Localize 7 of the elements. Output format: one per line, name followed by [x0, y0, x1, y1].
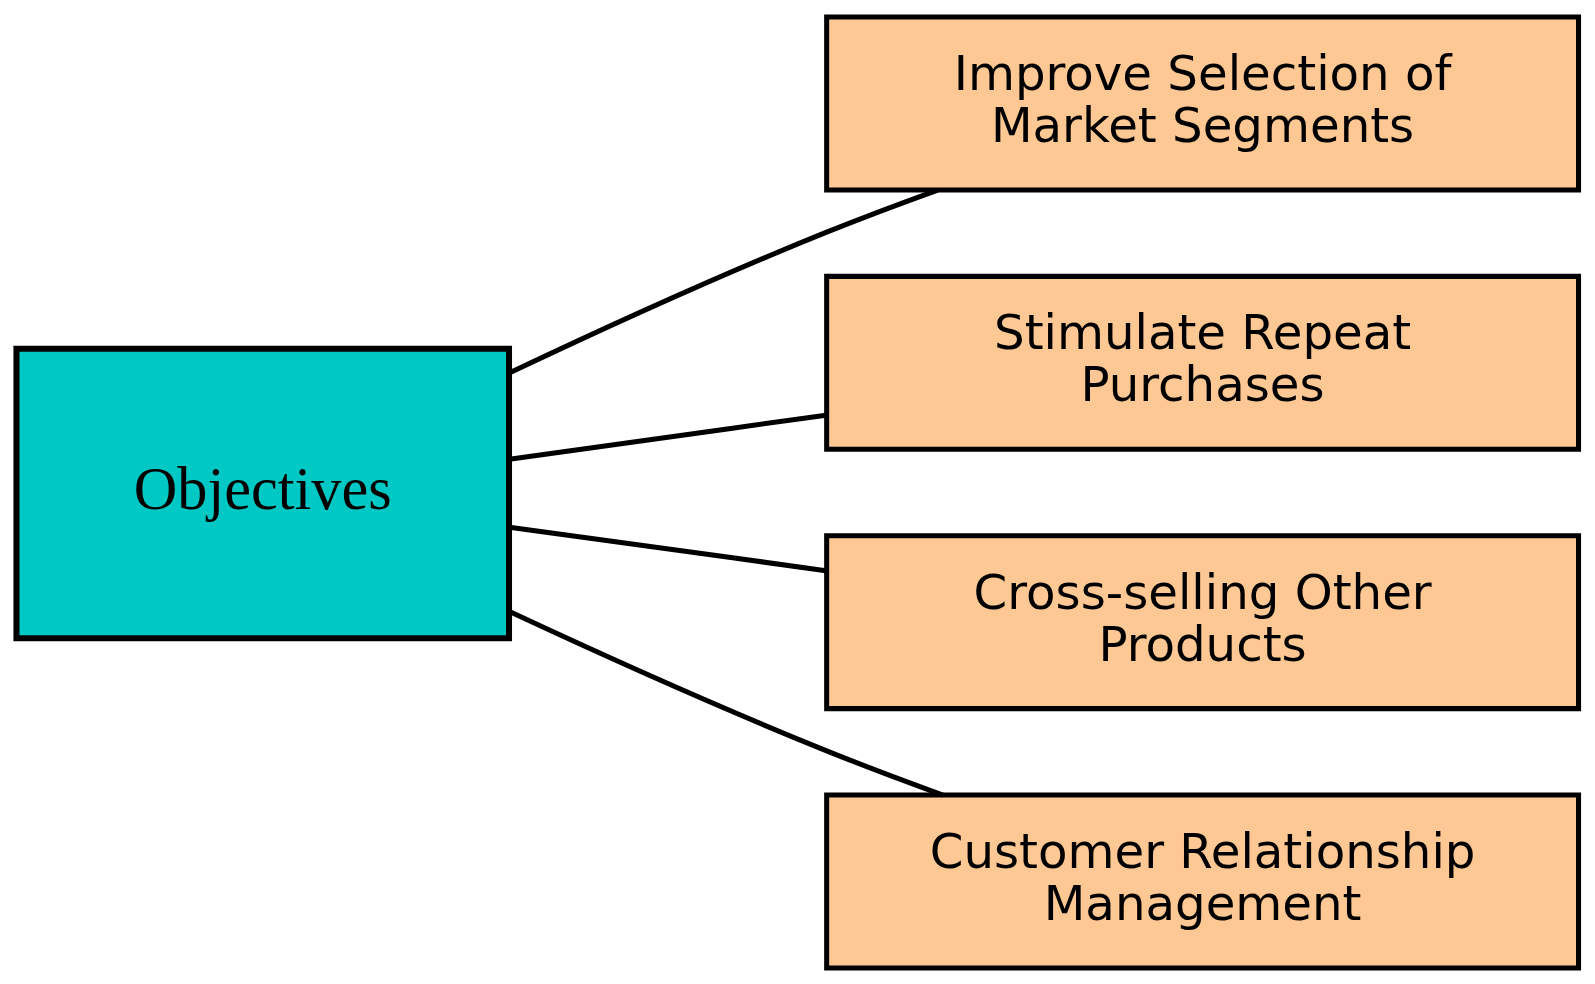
connector [509, 524, 827, 573]
node-box: Customer Relationship Management [824, 792, 1582, 970]
connector [509, 412, 827, 462]
node-box: Cross-selling Other Products [824, 532, 1582, 711]
node-box: Stimulate Repeat Purchases [824, 273, 1582, 452]
node-box: Objectives [13, 345, 513, 641]
node-box: Improve Selection of Market Segments [824, 14, 1582, 192]
